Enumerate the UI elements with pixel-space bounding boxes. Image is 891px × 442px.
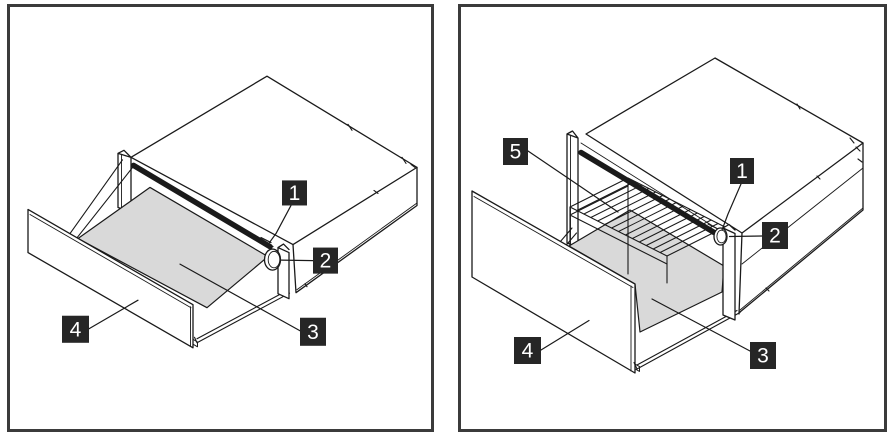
callout-5-number: 5	[510, 141, 522, 164]
panel-seam-ticks	[304, 123, 416, 288]
drawer-front-panel-edges	[473, 196, 634, 372]
drawer-slot-opening	[130, 162, 273, 250]
callout-3-number: 3	[757, 345, 769, 368]
front-frame-inner-edge	[580, 142, 725, 234]
wire-rack-wires	[576, 181, 719, 253]
callout-1-number: 1	[736, 160, 748, 183]
telescopic-rail-lines	[633, 309, 741, 370]
panel-tall-drawer-with-rack-view: 5 1 2 3 4	[458, 4, 887, 432]
drawer-front-glide	[192, 338, 198, 348]
control-knob	[713, 227, 728, 246]
wire-rack-legs	[569, 177, 668, 284]
tall-drawer-illustration: 5 1 2 3 4	[471, 57, 864, 374]
panel-seam-ticks	[765, 103, 863, 292]
leader-line-2	[280, 259, 314, 262]
drawer-front-panel	[27, 208, 194, 349]
leader-line-5	[527, 150, 619, 213]
drawer-side-wall-lines	[69, 159, 134, 240]
callout-3-number: 3	[307, 321, 319, 344]
leader-line-1	[267, 204, 292, 246]
callout-2-number: 2	[320, 250, 332, 273]
wire-rack-lower-rails	[569, 185, 668, 265]
leader-line-4	[88, 299, 139, 330]
callout-1-box	[282, 180, 307, 206]
panel-shallow-drawer-view: 1 2 3 4	[7, 4, 434, 432]
appliance-side-bottom-seam	[739, 207, 864, 311]
control-knob-inner	[267, 250, 281, 269]
callout-2-box	[313, 247, 338, 274]
callout-4-number: 4	[70, 318, 82, 341]
handle-right-trim	[722, 223, 736, 321]
shallow-drawer-illustration: 1 2 3 4	[27, 75, 418, 349]
callout-4-box	[62, 315, 89, 343]
callout-3-box	[300, 317, 326, 346]
callout-3-box	[750, 342, 776, 369]
callout-5-box	[503, 138, 528, 165]
callout-4-number: 4	[522, 340, 534, 363]
drawer-front-panel-edges	[29, 214, 192, 347]
leader-line-3	[179, 263, 301, 332]
front-frame-left-rail	[566, 130, 579, 248]
appliance-side-face	[292, 166, 418, 294]
callout-1-box	[730, 158, 754, 184]
drawer-slot-opening	[578, 149, 718, 236]
leader-line-1	[721, 183, 742, 231]
appliance-side-face	[738, 142, 864, 315]
callout-4-box	[514, 337, 541, 364]
appliance-side-mid-seam	[741, 167, 864, 265]
drawer-front-panel	[471, 190, 636, 374]
telescopic-rail-lines	[193, 290, 291, 344]
callout-2-box	[762, 222, 788, 249]
callout-2-number: 2	[769, 225, 781, 248]
leader-line-2	[728, 235, 763, 238]
appliance-side-bottom-seam	[296, 202, 418, 291]
callout-1-number: 1	[289, 182, 301, 205]
handle-right-trim	[277, 243, 290, 300]
control-knob	[263, 248, 282, 271]
leader-line-3	[651, 298, 751, 352]
leader-line-4	[540, 319, 590, 351]
